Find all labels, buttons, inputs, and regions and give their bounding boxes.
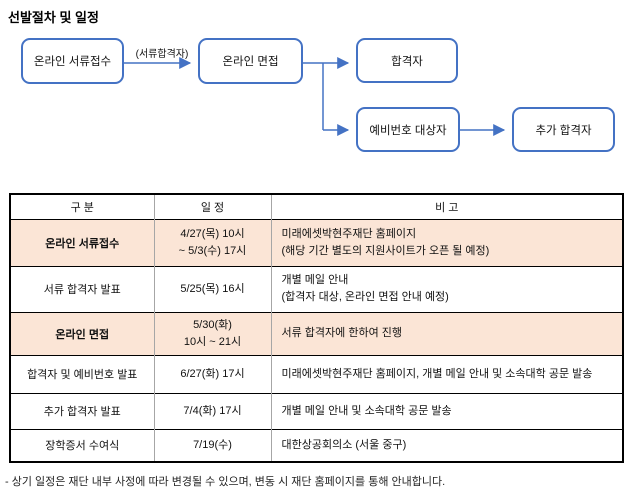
table-row: 서류 합격자 발표 5/25(목) 16시 개별 메일 안내 (합격자 대상, … (10, 265, 623, 312)
schedule-cell: 5/25(목) 16시 (153, 265, 271, 312)
note-cell: 대한상공회의소 (서울 중구) (270, 428, 623, 462)
flowchart-connectors (124, 57, 506, 136)
flow-node-online-interview: 온라인 면접 (198, 38, 303, 84)
page-title: 선발절차 및 일정 (8, 10, 99, 25)
category-cell: 추가 합격자 발표 (10, 392, 154, 429)
flow-edge-label-document-passers: (서류합격자) (135, 49, 189, 60)
header-schedule: 일 정 (153, 193, 271, 219)
schedule-cell: 5/30(화) 10시 ~ 21시 (153, 311, 271, 355)
category-cell: 온라인 서류접수 (10, 218, 154, 266)
table-row: 온라인 면접 5/30(화) 10시 ~ 21시 서류 합격자에 한하여 진행 (10, 311, 623, 355)
schedule-cell: 7/19(수) (153, 428, 271, 462)
schedule-cell: 6/27(화) 17시 (153, 354, 271, 393)
note-cell: 미래에셋박현주재단 홈페이지 (해당 기간 별도의 지원사이트가 오픈 될 예정… (270, 218, 623, 266)
table-row: 합격자 및 예비번호 발표 6/27(화) 17시 미래에셋박현주재단 홈페이지… (10, 354, 623, 393)
schedule-table: 구 분 일 정 비 고 온라인 서류접수 4/27(목) 10시 ~ 5/3(수… (9, 193, 624, 463)
category-cell: 서류 합격자 발표 (10, 265, 154, 312)
category-cell: 온라인 면접 (10, 311, 154, 355)
flowchart: 온라인 서류접수 (서류합격자) 온라인 면접 합격자 예비번호 대상자 추가 … (0, 0, 634, 175)
table-row: 온라인 서류접수 4/27(목) 10시 ~ 5/3(수) 17시 미래에셋박현… (10, 218, 623, 266)
note-cell: 서류 합격자에 한하여 진행 (270, 311, 623, 355)
flow-node-waitlist: 예비번호 대상자 (356, 107, 460, 152)
category-cell: 합격자 및 예비번호 발표 (10, 354, 154, 393)
schedule-cell: 4/27(목) 10시 ~ 5/3(수) 17시 (153, 218, 271, 266)
header-category: 구 분 (10, 193, 154, 219)
note-cell: 개별 메일 안내 (합격자 대상, 온라인 면접 안내 예정) (270, 265, 623, 312)
header-note: 비 고 (270, 193, 623, 219)
flow-node-passers: 합격자 (356, 38, 458, 83)
category-cell: 장학증서 수여식 (10, 428, 154, 462)
schedule-cell: 7/4(화) 17시 (153, 392, 271, 429)
table-row: 추가 합격자 발표 7/4(화) 17시 개별 메일 안내 및 소속대학 공문 … (10, 392, 623, 429)
table-header-row: 구 분 일 정 비 고 (10, 193, 623, 219)
note-cell: 미래에셋박현주재단 홈페이지, 개별 메일 안내 및 소속대학 공문 발송 (270, 354, 623, 393)
table-row: 장학증서 수여식 7/19(수) 대한상공회의소 (서울 중구) (10, 428, 623, 462)
note-cell: 개별 메일 안내 및 소속대학 공문 발송 (270, 392, 623, 429)
flow-node-additional-passers: 추가 합격자 (512, 107, 615, 152)
flow-node-online-application: 온라인 서류접수 (21, 38, 124, 84)
footnote: - 상기 일정은 재단 내부 사정에 따라 변경될 수 있으며, 변동 시 재단… (5, 476, 446, 488)
